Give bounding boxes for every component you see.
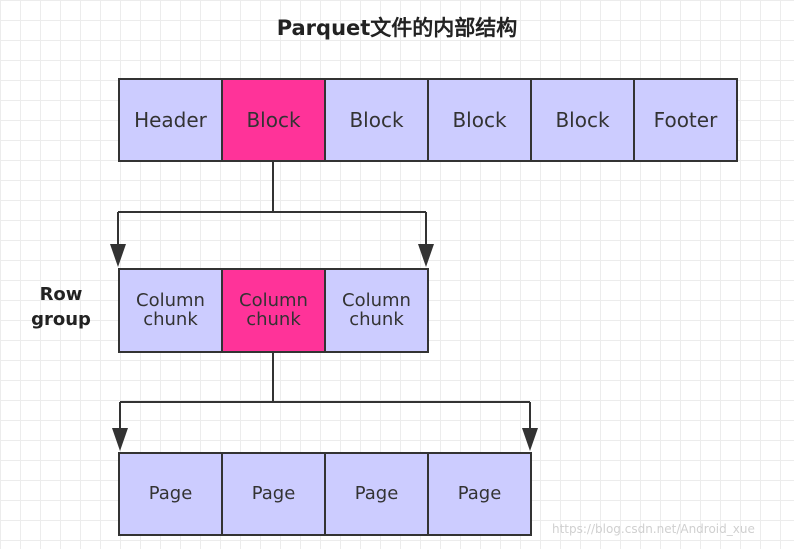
page-label: Page — [251, 482, 296, 504]
column-chunk-box-3: Column chunk — [324, 268, 429, 353]
footer-label: Footer — [653, 107, 718, 132]
arrowhead-left-to-row-group — [110, 244, 126, 267]
block-label: Block — [349, 107, 404, 132]
watermark: https://blog.csdn.net/Android_xue — [552, 522, 755, 536]
block-label: Block — [246, 107, 301, 132]
page-label: Page — [457, 482, 502, 504]
row-group-label: Row group — [31, 284, 91, 330]
column-chunk-box-2-highlighted: Column chunk — [221, 268, 326, 353]
block-box-2: Block — [324, 78, 429, 162]
column-chunk-box-1: Column chunk — [118, 268, 223, 353]
block-label: Block — [555, 107, 610, 132]
column-chunk-label: Column chunk — [239, 289, 308, 330]
page-box-1: Page — [118, 452, 223, 536]
page-label: Page — [148, 482, 193, 504]
header-label: Header — [134, 107, 207, 132]
page-label: Page — [354, 482, 399, 504]
arrowhead-right-to-row-group — [418, 244, 434, 267]
diagram-title: Parquet文件的内部结构 — [276, 16, 518, 40]
arrowhead-right-to-pages — [522, 428, 538, 451]
page-box-3: Page — [324, 452, 429, 536]
page-box-4: Page — [427, 452, 532, 536]
page-box-2: Page — [221, 452, 326, 536]
column-chunk-label: Column chunk — [136, 289, 205, 330]
block-label: Block — [452, 107, 507, 132]
header-box: Header — [118, 78, 223, 162]
footer-box: Footer — [633, 78, 738, 162]
arrowhead-left-to-pages — [112, 428, 128, 451]
column-chunk-label: Column chunk — [342, 289, 411, 330]
